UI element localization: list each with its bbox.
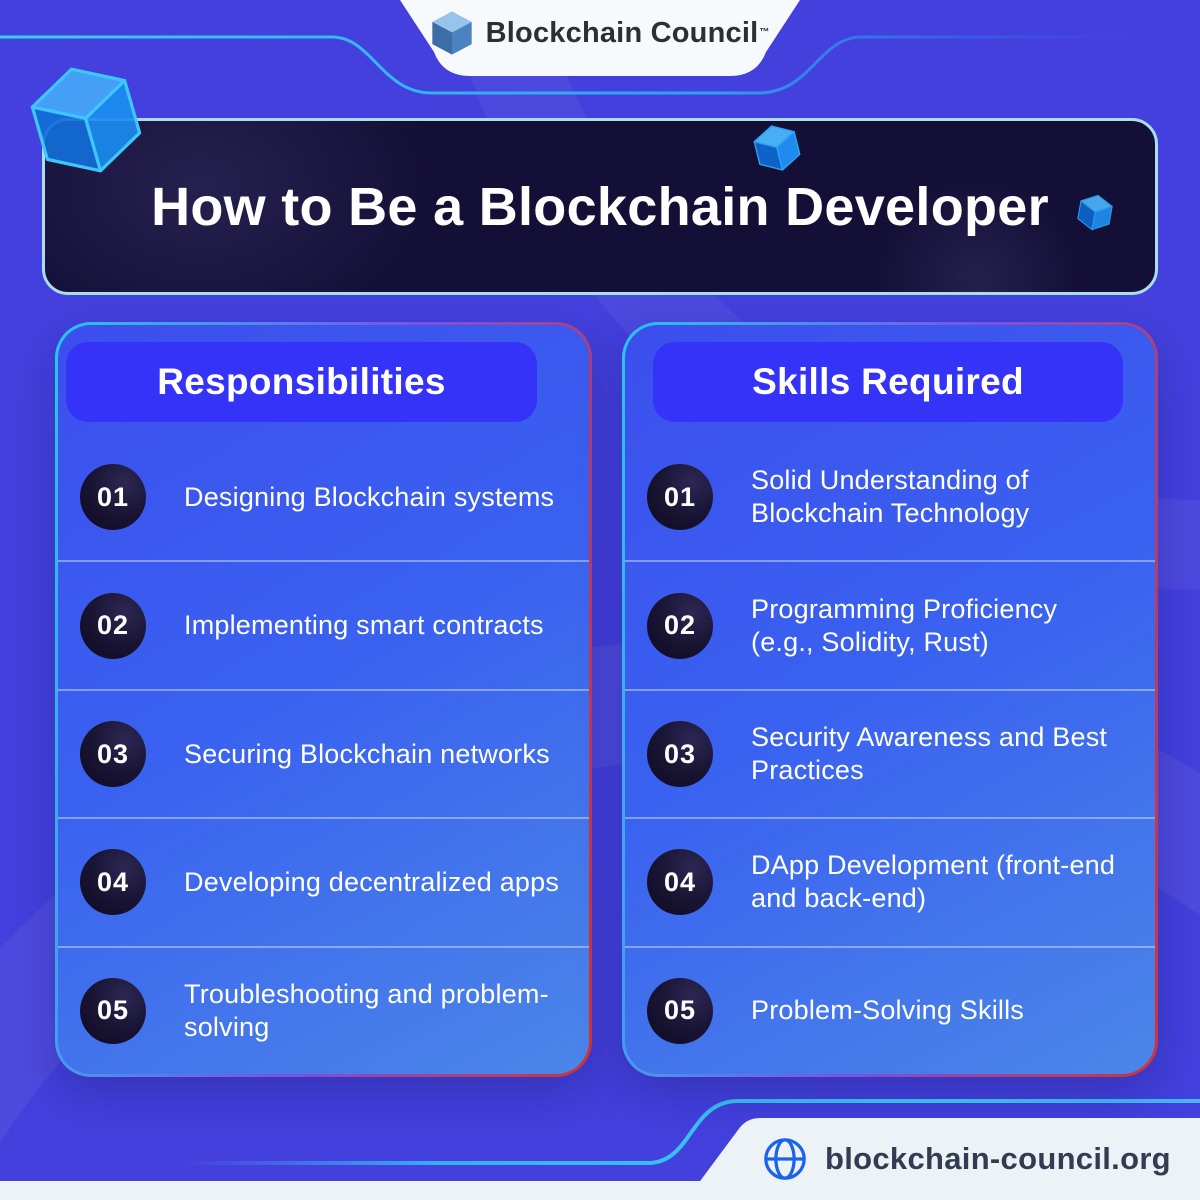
item-number-badge: 02 (647, 592, 713, 659)
list-item: 04 Developing decentralized apps (58, 817, 589, 945)
page-title: How to Be a Blockchain Developer (151, 176, 1049, 237)
column-header-label: Responsibilities (157, 361, 446, 402)
skills-card: Skills Required 01 Solid Understanding o… (622, 322, 1158, 1077)
item-text: Problem-Solving Skills (751, 995, 1024, 1026)
item-number-badge: 04 (80, 849, 146, 916)
list-item: 01 Solid Understanding of Blockchain Tec… (625, 434, 1155, 560)
item-number-badge: 03 (80, 721, 146, 788)
list-item: 03 Security Awareness and Best Practices (625, 688, 1155, 817)
item-text: Designing Blockchain systems (184, 481, 555, 512)
item-number-badge: 05 (80, 977, 146, 1044)
responsibilities-card: Responsibilities 01 Designing Blockchain… (55, 322, 592, 1077)
responsibilities-header: Responsibilities (66, 342, 537, 422)
item-number-badge: 02 (80, 592, 146, 659)
item-text: Programming Proficiency (e.g., Solidity,… (751, 593, 1058, 657)
list-item: 05 Problem-Solving Skills (625, 945, 1155, 1074)
item-text: Implementing smart contracts (184, 610, 544, 641)
list-item: 05 Troubleshooting and problem-solving (58, 945, 589, 1074)
blockchain-cube-icon (431, 10, 473, 56)
item-text: DApp Development (front-end and back-end… (751, 850, 1116, 914)
item-number-badge: 01 (647, 464, 713, 531)
globe-icon (762, 1136, 808, 1182)
item-number-badge: 05 (647, 977, 713, 1044)
brand-name: Blockchain Council™ (485, 16, 770, 49)
skills-header: Skills Required (653, 342, 1123, 422)
item-number-badge: 01 (80, 464, 146, 531)
trademark-symbol: ™ (759, 27, 770, 39)
list-item: 02 Implementing smart contracts (58, 560, 589, 688)
footer-link[interactable]: blockchain-council.org (825, 1141, 1171, 1176)
list-item: 01 Designing Blockchain systems (58, 434, 589, 560)
title-banner: How to Be a Blockchain Developer (42, 118, 1158, 295)
item-text: Solid Understanding of Blockchain Techno… (751, 465, 1030, 529)
item-text: Securing Blockchain networks (184, 738, 550, 769)
brand-header: Blockchain Council™ (400, 0, 800, 76)
footer: blockchain-council.org (640, 1118, 1200, 1200)
column-header-label: Skills Required (752, 361, 1024, 402)
list-item: 04 DApp Development (front-end and back-… (625, 817, 1155, 945)
list-item: 03 Securing Blockchain networks (58, 688, 589, 817)
item-text: Troubleshooting and problem-solving (184, 978, 549, 1042)
skills-list: 01 Solid Understanding of Blockchain Tec… (625, 434, 1155, 1074)
item-text: Developing decentralized apps (184, 866, 560, 897)
responsibilities-list: 01 Designing Blockchain systems 02 Imple… (58, 434, 589, 1074)
list-item: 02 Programming Proficiency (e.g., Solidi… (625, 560, 1155, 688)
item-text: Security Awareness and Best Practices (751, 722, 1108, 786)
item-number-badge: 03 (647, 721, 713, 788)
item-number-badge: 04 (647, 849, 713, 916)
